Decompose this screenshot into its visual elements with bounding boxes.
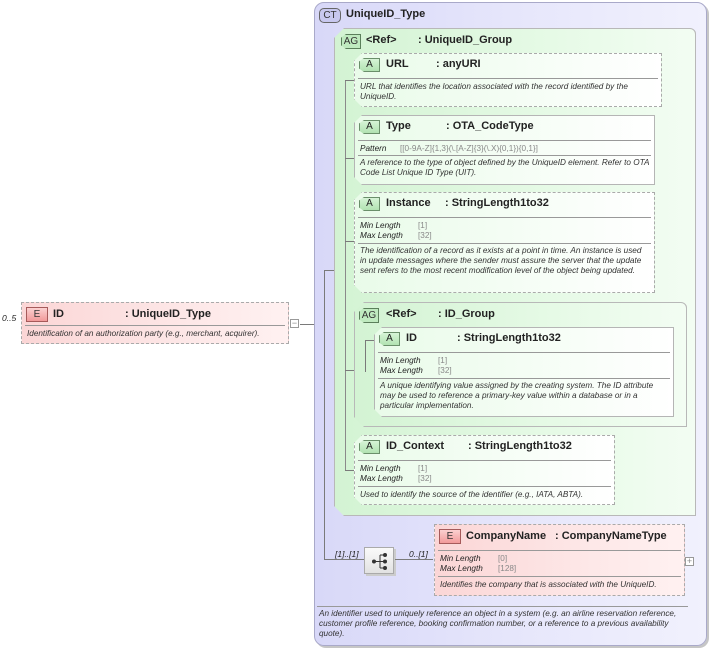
min-length-value: [1]	[418, 221, 428, 230]
divider	[358, 78, 658, 79]
min-length-label: Min Length	[360, 464, 401, 473]
connector-line	[324, 559, 364, 560]
attribute-name: URL	[386, 58, 409, 70]
divider	[438, 550, 681, 551]
min-length-value: [1]	[438, 356, 448, 365]
divider	[358, 460, 611, 461]
attribute-id[interactable]: A ID : StringLength1to32 Min Length [1] …	[374, 327, 674, 417]
attribute-documentation: A unique identifying value assigned by t…	[380, 381, 654, 410]
connector-line	[365, 340, 374, 341]
element-name: CompanyName	[466, 530, 547, 542]
connector-line	[345, 241, 355, 242]
max-length-value: [128]	[498, 564, 517, 573]
attribute-badge-icon: A	[379, 332, 400, 346]
attribute-group-ref: <Ref>	[366, 34, 397, 46]
max-length-label: Max Length	[360, 474, 403, 483]
connector-line	[365, 340, 366, 372]
attribute-group-name: : UniqueID_Group	[418, 34, 513, 46]
root-element-id[interactable]: E ID : UniqueID_Type Identification of a…	[21, 302, 289, 344]
connector-line	[324, 270, 325, 560]
attribute-name: Instance	[386, 197, 431, 209]
connector-line	[345, 158, 355, 159]
connector-line	[324, 270, 336, 271]
connector-line	[345, 470, 355, 471]
divider	[358, 155, 651, 156]
element-company-name[interactable]: E CompanyName : CompanyNameType Min Leng…	[434, 524, 685, 596]
root-cardinality: 0..5	[2, 313, 17, 323]
min-length-value: [0]	[498, 554, 508, 563]
connector-line	[395, 559, 433, 560]
sequence-compositor[interactable]	[364, 547, 394, 574]
max-length-value: [32]	[418, 231, 432, 240]
complex-type-name: UniqueID_Type	[346, 8, 426, 20]
sequence-icon	[372, 553, 387, 570]
connector-line	[345, 80, 346, 470]
attribute-type: : OTA_CodeType	[446, 120, 534, 132]
min-length-value: [1]	[418, 464, 428, 473]
attribute-group-name: : ID_Group	[438, 308, 495, 320]
divider	[358, 217, 651, 218]
attribute-documentation: Used to identify the source of the ident…	[360, 490, 584, 499]
divider	[358, 140, 651, 141]
attribute-documentation: The identification of a record as it exi…	[360, 246, 642, 275]
facet-value: [[0-9A-Z]{1,3}(\.[A-Z]{3}(\.X){0,1}){0,1…	[400, 144, 538, 153]
attribute-group-badge-icon: AG	[341, 34, 361, 49]
attribute-group-ref: <Ref>	[386, 308, 417, 320]
max-length-label: Max Length	[440, 564, 483, 573]
attribute-name: ID_Context	[386, 440, 445, 452]
attribute-name: Type	[386, 120, 411, 132]
max-length-label: Max Length	[360, 231, 403, 240]
attribute-name: ID	[406, 332, 417, 344]
element-badge-icon: E	[26, 307, 48, 322]
divider	[358, 243, 651, 244]
attribute-id-context[interactable]: A ID_Context : StringLength1to32 Min Len…	[354, 435, 615, 505]
divider	[358, 486, 611, 487]
min-length-label: Min Length	[360, 221, 401, 230]
attribute-badge-icon: A	[359, 440, 380, 454]
sequence-cardinality: [1]..[1]	[335, 549, 359, 559]
attribute-documentation: A reference to the type of object define…	[360, 158, 650, 177]
min-length-label: Min Length	[440, 554, 481, 563]
attribute-group-badge-icon: AG	[359, 308, 379, 323]
max-length-value: [32]	[438, 366, 452, 375]
connector-line	[345, 370, 355, 371]
connector-line	[300, 324, 324, 325]
attribute-type: : StringLength1to32	[468, 440, 572, 452]
element-type: : UniqueID_Type	[125, 308, 211, 320]
attribute-type: : StringLength1to32	[457, 332, 561, 344]
collapse-toggle-icon[interactable]: −	[290, 318, 299, 328]
element-documentation: Identifies the company that is associate…	[440, 580, 657, 589]
attribute-type: : StringLength1to32	[445, 197, 549, 209]
min-length-label: Min Length	[380, 356, 421, 365]
complex-type-documentation: An identifier used to uniquely reference…	[319, 609, 677, 638]
divider	[438, 576, 681, 577]
divider	[317, 606, 688, 607]
connector-line	[345, 80, 355, 81]
expand-toggle-icon[interactable]: +	[685, 556, 694, 566]
divider	[378, 352, 670, 353]
facet-label: Pattern	[360, 144, 387, 153]
company-name-cardinality: 0..[1]	[409, 549, 428, 559]
max-length-label: Max Length	[380, 366, 423, 375]
max-length-value: [32]	[418, 474, 432, 483]
attribute-type-code[interactable]: A Type : OTA_CodeType Pattern [[0-9A-Z]{…	[354, 115, 655, 185]
attribute-badge-icon: A	[359, 58, 380, 72]
element-name: ID	[53, 308, 64, 320]
attribute-badge-icon: A	[359, 120, 380, 134]
divider	[25, 325, 285, 326]
element-documentation: Identification of an authorization party…	[27, 329, 260, 338]
attribute-type: : anyURI	[436, 58, 481, 70]
complex-type-badge-icon: CT	[319, 8, 341, 23]
divider	[378, 378, 670, 379]
attribute-badge-icon: A	[359, 197, 380, 211]
element-badge-icon: E	[439, 529, 461, 544]
attribute-documentation: URL that identifies the location associa…	[360, 82, 628, 101]
element-type: : CompanyNameType	[555, 530, 667, 542]
attribute-url[interactable]: A URL : anyURI URL that identifies the l…	[354, 53, 662, 107]
attribute-instance[interactable]: A Instance : StringLength1to32 Min Lengt…	[354, 192, 655, 293]
